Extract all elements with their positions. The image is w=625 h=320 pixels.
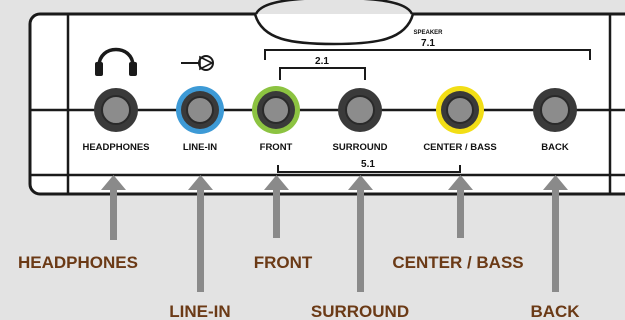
arrow-back [543, 175, 568, 292]
jack-surround[interactable] [338, 88, 382, 132]
arrow-front [264, 175, 289, 238]
jack-label-line-in: LINE-IN [183, 142, 217, 153]
panel-top-oval [254, 0, 414, 15]
arrow-surround [348, 175, 373, 292]
bracket-5-1-label: 5.1 [361, 159, 375, 170]
jack-label-center-bass: CENTER / BASS [423, 142, 496, 153]
jack-center-bass[interactable] [436, 86, 484, 134]
jack-label-headphones: HEADPHONES [82, 142, 149, 153]
panel-cutout-cover [256, 0, 412, 14]
jack-label-surround: SURROUND [333, 142, 388, 153]
arrow-center-bass [448, 175, 473, 238]
bracket-2-1: 2.1 [279, 56, 366, 80]
jack-headphones[interactable] [94, 88, 138, 132]
callout-front: FRONT [254, 253, 313, 272]
bracket-7-1-label: 7.1 [421, 38, 435, 49]
callout-headphones: HEADPHONES [18, 253, 138, 272]
bracket-5-1: 5.1 [277, 159, 461, 173]
callout-back: BACK [530, 302, 580, 320]
bracket-2-1-label: 2.1 [315, 56, 329, 67]
jack-back[interactable] [533, 88, 577, 132]
jack-label-back: BACK [541, 142, 569, 153]
device-panel [28, 0, 625, 196]
line-in-icon [181, 55, 214, 71]
callout-line-in: LINE-IN [169, 302, 230, 320]
headphones-icon [95, 47, 137, 76]
arrow-headphones [101, 175, 126, 240]
callout-surround: SURROUND [311, 302, 409, 320]
jack-line-in[interactable] [176, 86, 224, 134]
bracket-7-1: SPEAKER 7.1 [264, 30, 591, 60]
callout-center-bass: CENTER / BASS [392, 253, 523, 272]
arrow-line-in [188, 175, 213, 292]
jack-label-front: FRONT [260, 142, 293, 153]
speaker-label: SPEAKER [413, 30, 443, 36]
jack-front[interactable] [252, 86, 300, 134]
panel-top-cutout [253, 13, 415, 46]
